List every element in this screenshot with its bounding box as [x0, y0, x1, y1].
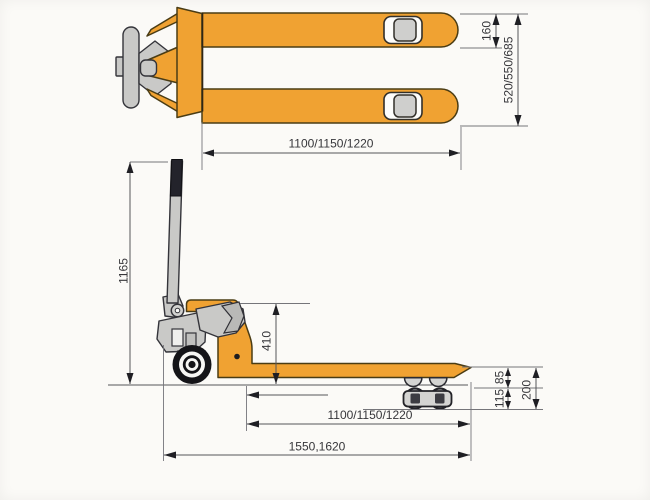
dimension-handle-height: 1165 [117, 161, 168, 384]
dim-label-fork-width: 160 [480, 21, 494, 41]
lever-claw [220, 301, 245, 334]
tandem-roller-detail [402, 387, 453, 410]
dim-arrow [247, 391, 259, 399]
dim-arrow [272, 304, 280, 315]
steer-wheel-hub [188, 360, 196, 369]
dim-label-lift-stroke: 115 [493, 389, 507, 408]
dim-arrow [505, 380, 511, 388]
load-roller-upper [393, 18, 417, 42]
dimension-chassis-height: 410 [240, 303, 310, 384]
dim-label-overall-width: 520/550/685 [502, 36, 516, 103]
handle-grip [169, 159, 183, 197]
dimension-fork-length-bottom: 1100/1150/1220 [246, 382, 472, 461]
dim-arrow [164, 451, 176, 459]
dim-arrow [532, 368, 540, 378]
dim-arrow [126, 373, 134, 384]
dim-arrow [505, 389, 511, 397]
dimension-fork-length-top: 1100/1150/1220 [201, 122, 462, 170]
dim-label-handle-height: 1165 [117, 258, 131, 284]
pump-detail-plate [171, 328, 184, 347]
dim-arrow [272, 373, 280, 384]
dim-label-overall-length: 1550,1620 [289, 440, 346, 454]
dimension-overall-width: 520/550/685 [460, 14, 528, 127]
dim-label-raised-height: 200 [520, 380, 534, 400]
chassis-backplate-top-view [176, 6, 203, 119]
front-load-roller [428, 377, 448, 388]
top-view [115, 6, 459, 124]
front-load-roller [403, 377, 423, 388]
fork-pivot-dot [234, 353, 240, 360]
dim-arrow [492, 37, 500, 48]
dim-arrow [505, 368, 511, 376]
dimension-fork-width: 160 [460, 13, 528, 49]
handle-grip-top-view [122, 26, 140, 109]
dim-label-fork-length-bottom: 1100/1150/1220 [328, 408, 413, 422]
reference-arrow-row [247, 391, 328, 399]
dim-arrow [458, 451, 470, 459]
dim-label-lowered-height: 85 [493, 371, 507, 385]
dim-arrow [247, 420, 259, 428]
dimension-overall-length: 1550,1620 [163, 345, 470, 461]
tandem-axle [435, 393, 445, 404]
dim-arrow [514, 115, 522, 126]
load-roller-lower [393, 94, 417, 118]
side-view [108, 159, 472, 410]
handle-pivot-pin [174, 307, 181, 314]
dim-arrow [532, 399, 540, 409]
dim-arrow [449, 149, 460, 157]
dim-arrow [126, 162, 134, 173]
pump-detail-plate [185, 332, 197, 348]
dim-arrow [514, 14, 522, 25]
dim-label-fork-length-top: 1100/1150/1220 [289, 137, 374, 151]
dim-arrow [203, 149, 214, 157]
dim-label-chassis-height: 410 [260, 331, 274, 351]
dim-arrow [458, 420, 470, 428]
dim-arrow [492, 14, 500, 25]
tandem-axle [410, 393, 420, 404]
dim-arrow [505, 401, 511, 409]
dimension-heights-right: 85 115 200 [363, 366, 543, 410]
tiller-pivot-tongue [139, 59, 158, 77]
